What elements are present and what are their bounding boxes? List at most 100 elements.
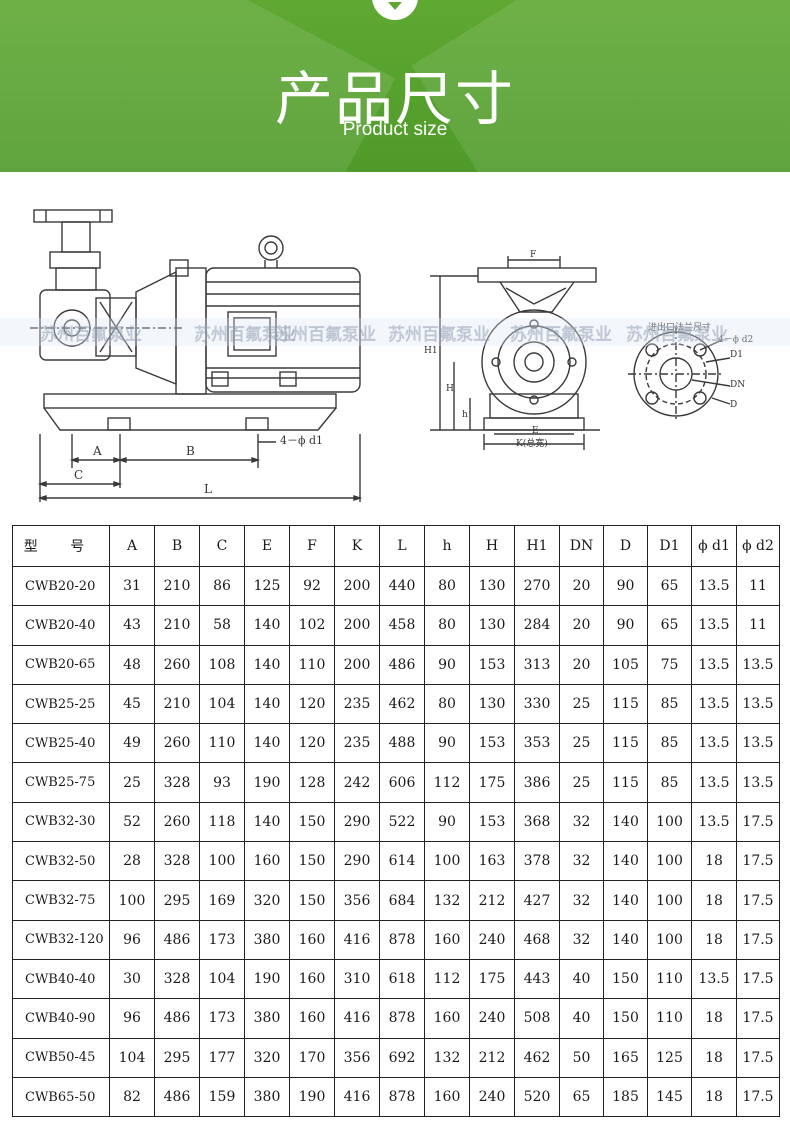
table-cell: 140 xyxy=(603,880,648,921)
table-cell: 284 xyxy=(514,605,560,646)
table-cell: 175 xyxy=(469,762,515,803)
table-cell: 212 xyxy=(469,880,515,921)
table-cell: 110 xyxy=(289,644,335,685)
table-cell: 25 xyxy=(559,683,604,725)
table-cell: 488 xyxy=(379,723,425,764)
model-cell: CWB25-40 xyxy=(12,723,110,764)
pump-drawing-svg xyxy=(30,209,731,502)
table-cell: 190 xyxy=(244,958,290,1000)
table-cell: 878 xyxy=(379,919,425,960)
table-cell: 110 xyxy=(647,998,692,1039)
label-D1: D1 xyxy=(730,350,743,360)
table-cell: 170 xyxy=(289,1037,335,1078)
table-cell: 150 xyxy=(603,998,648,1039)
table-cell: 132 xyxy=(424,1037,470,1078)
column-header: D xyxy=(603,525,648,567)
table-cell: 52 xyxy=(109,801,155,843)
table-cell: 140 xyxy=(244,723,290,764)
table-cell: 140 xyxy=(244,605,290,646)
table-cell: 13.5 xyxy=(736,762,780,803)
watermark-text: 苏州百氟泵业 xyxy=(510,325,612,345)
column-header: C xyxy=(199,525,245,567)
table-cell: 173 xyxy=(199,919,245,960)
table-cell: 82 xyxy=(109,1076,155,1118)
table-cell: 90 xyxy=(603,605,648,646)
table-cell: 30 xyxy=(109,958,155,1000)
table-cell: 160 xyxy=(424,919,470,960)
table-cell: 18 xyxy=(691,1076,737,1118)
banner-notch xyxy=(372,0,418,20)
table-cell: 508 xyxy=(514,998,560,1039)
table-cell: 32 xyxy=(559,880,604,921)
table-cell: 104 xyxy=(199,958,245,1000)
column-header: F xyxy=(289,525,335,567)
table-cell: 522 xyxy=(379,801,425,843)
label-flange-title: 进出口法兰尺寸 xyxy=(648,323,712,333)
table-cell: 58 xyxy=(199,605,245,646)
table-cell: 13.5 xyxy=(691,723,737,764)
table-cell: 270 xyxy=(514,565,560,607)
table-cell: 235 xyxy=(334,683,380,725)
table-cell: 330 xyxy=(514,683,560,725)
table-cell: 140 xyxy=(244,644,290,685)
table-cell: 18 xyxy=(691,919,737,960)
table-cell: 175 xyxy=(469,958,515,1000)
table-cell: 462 xyxy=(379,683,425,725)
table-cell: 486 xyxy=(154,1076,200,1118)
table-cell: 50 xyxy=(559,1037,604,1078)
table-cell: 173 xyxy=(199,998,245,1039)
table-cell: 17.5 xyxy=(736,1037,780,1078)
column-header: h xyxy=(424,525,470,567)
table-cell: 17.5 xyxy=(736,880,780,921)
label-F: F xyxy=(530,250,537,260)
table-cell: 427 xyxy=(514,880,560,921)
table-cell: 380 xyxy=(244,998,290,1039)
pump-side-view xyxy=(30,209,363,502)
table-cell: 692 xyxy=(379,1037,425,1078)
table-cell: 160 xyxy=(244,841,290,882)
table-cell: 606 xyxy=(379,762,425,803)
model-cell: CWB32-120 xyxy=(12,919,110,960)
table-cell: 878 xyxy=(379,998,425,1039)
pump-front-view xyxy=(430,256,600,450)
table-cell: 368 xyxy=(514,801,560,843)
table-cell: 120 xyxy=(289,723,335,764)
watermark-text: 苏州百氟泵业 xyxy=(274,325,376,345)
table-cell: 11 xyxy=(736,565,780,607)
table-cell: 13.5 xyxy=(736,723,780,764)
table-cell: 86 xyxy=(199,565,245,607)
table-cell: 462 xyxy=(514,1037,560,1078)
label-bolt-d1: 4－ϕ d1 xyxy=(280,434,324,447)
table-cell: 92 xyxy=(289,565,335,607)
table-cell: 100 xyxy=(109,880,155,921)
table-cell: 458 xyxy=(379,605,425,646)
table-cell: 440 xyxy=(379,565,425,607)
model-cell: CWB20-20 xyxy=(12,565,110,607)
table-cell: 75 xyxy=(647,644,692,685)
table-cell: 96 xyxy=(109,998,155,1039)
header-banner: 产品尺寸 Product size xyxy=(0,0,790,172)
table-cell: 378 xyxy=(514,841,560,882)
table-cell: 130 xyxy=(469,605,515,646)
table-cell: 160 xyxy=(424,1076,470,1118)
table-cell: 125 xyxy=(647,1037,692,1078)
table-cell: 32 xyxy=(559,919,604,960)
model-cell: CWB25-25 xyxy=(12,683,110,725)
dimensions-table: 型 号 A B C E F K L h H H1 DN D D1 ϕ d1 ϕ … xyxy=(12,525,780,1118)
table-cell: 17.5 xyxy=(736,919,780,960)
table-cell: 163 xyxy=(469,841,515,882)
table-cell: 13.5 xyxy=(691,801,737,843)
table-cell: 43 xyxy=(109,605,155,646)
watermark-text: 苏州百氟泵业 xyxy=(194,325,296,345)
table-cell: 159 xyxy=(199,1076,245,1118)
model-cell: CWB32-75 xyxy=(12,880,110,921)
label-A: A xyxy=(93,444,102,458)
table-cell: 20 xyxy=(559,565,604,607)
table-cell: 31 xyxy=(109,565,155,607)
table-cell: 120 xyxy=(289,683,335,725)
